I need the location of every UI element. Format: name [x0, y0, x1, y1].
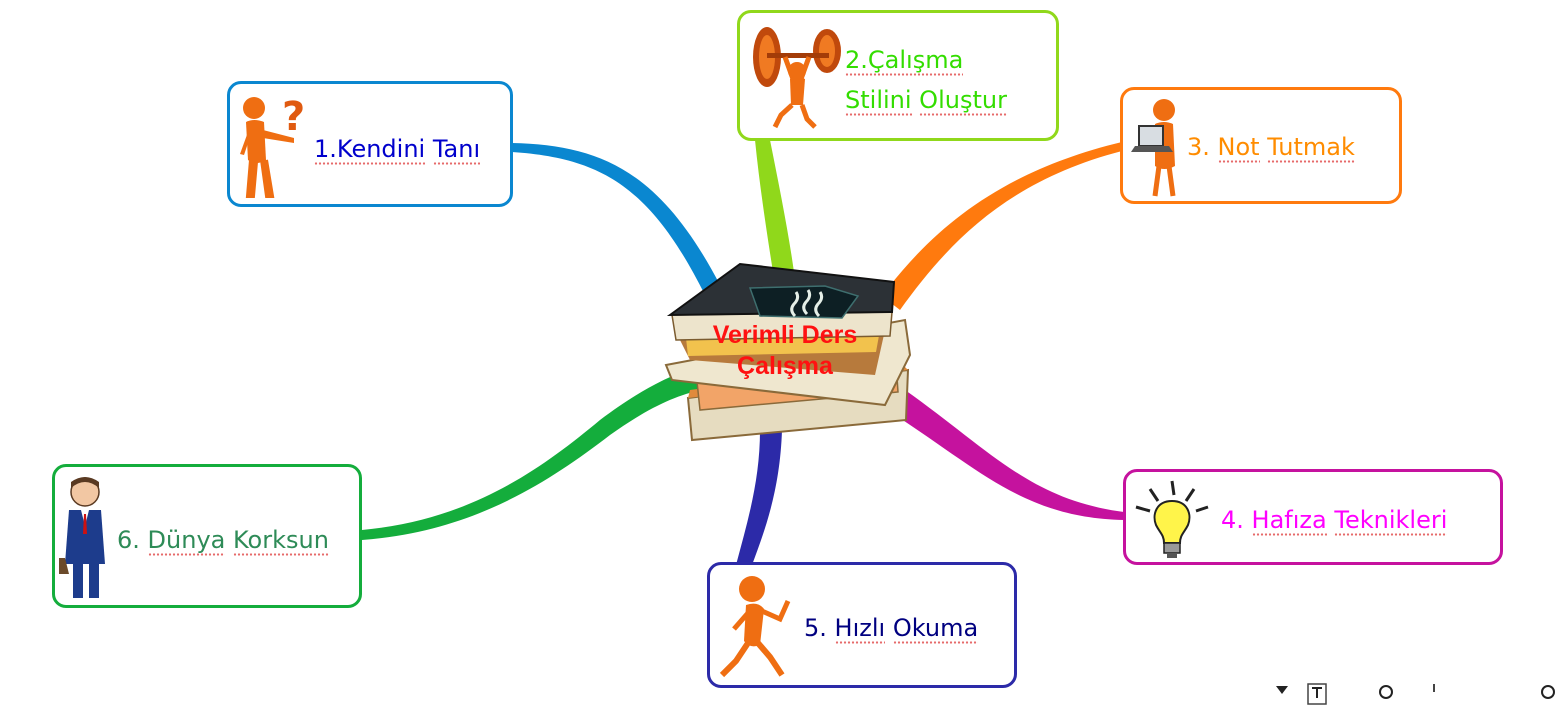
- branch-4-connector: [895, 390, 1124, 520]
- central-topic[interactable]: Verimli Ders Çalışma: [660, 320, 910, 382]
- laptop-figure-icon: [1131, 99, 1176, 197]
- topic-dunya-korksun[interactable]: 6. Dünya Korksun: [52, 464, 362, 608]
- topic-label: 6. Dünya Korksun: [117, 520, 329, 560]
- topic-label: 1.Kendini Tanı: [314, 129, 481, 169]
- topic-label: 4. Hafıza Teknikleri: [1221, 500, 1448, 540]
- help-icon[interactable]: [1541, 685, 1555, 699]
- central-topic-line1: Verimli Ders: [712, 321, 858, 349]
- book-stack-icon: [664, 262, 912, 442]
- topic-label: 5. Hızlı Okuma: [804, 608, 979, 648]
- businessman-icon: [59, 477, 105, 598]
- branch-5-connector: [736, 430, 782, 565]
- central-topic-line2: Çalışma: [737, 352, 833, 380]
- topic-hizli-okuma[interactable]: 5. Hızlı Okuma: [707, 562, 1017, 688]
- topic-label: 3. Not Tutmak: [1187, 127, 1355, 167]
- topic-label-line1: 2.Çalışma: [845, 40, 964, 80]
- branch-3-connector: [882, 142, 1122, 310]
- lightbulb-icon: [1135, 480, 1209, 558]
- topic-calisma-stili[interactable]: 2.Çalışma Stilini Oluştur: [737, 10, 1059, 141]
- bottom-toolbar: [1276, 683, 1555, 705]
- dropdown-arrow-icon[interactable]: [1276, 686, 1288, 694]
- weightlifter-icon: [753, 27, 841, 129]
- running-figure-icon: [719, 576, 791, 678]
- topic-kendini-tani[interactable]: ? 1.Kendini Tanı: [227, 81, 513, 207]
- branch-6-connector: [362, 368, 702, 540]
- question-figure-icon: ?: [240, 94, 305, 198]
- search-icon[interactable]: [1379, 685, 1393, 699]
- topic-not-tutmak[interactable]: 3. Not Tutmak: [1120, 87, 1402, 204]
- topic-label-line2: Stilini Oluştur: [845, 80, 1007, 120]
- topic-hafiza[interactable]: 4. Hafıza Teknikleri: [1123, 469, 1503, 565]
- svg-text:?: ?: [282, 94, 305, 140]
- branch-2-connector: [755, 140, 795, 285]
- branch-1-connector: [512, 143, 720, 295]
- text-tool-icon[interactable]: [1307, 683, 1327, 705]
